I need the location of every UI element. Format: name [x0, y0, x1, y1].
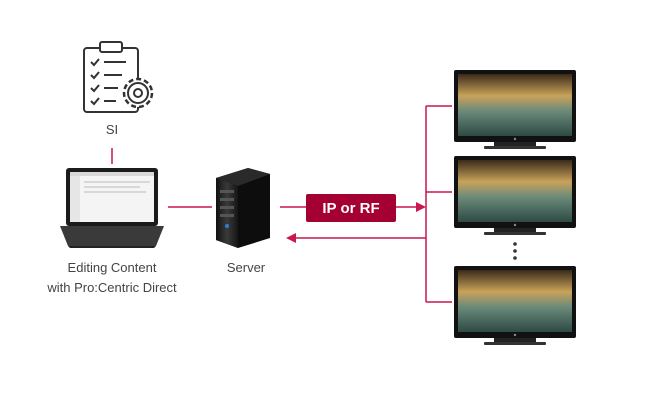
checklist-gear-icon — [83, 41, 154, 113]
arrowhead-left-icon — [286, 233, 296, 243]
arrowhead-right-icon — [416, 202, 426, 212]
si-label: SI — [105, 122, 119, 137]
more-displays-ellipsis — [513, 242, 517, 260]
laptop-label-line1: Editing Content — [67, 260, 157, 275]
tv-display-icon — [454, 70, 576, 149]
laptop-icon — [60, 168, 164, 248]
tv-display-icon — [454, 156, 576, 235]
server-tower-icon — [216, 168, 270, 248]
laptop-label: Editing Content with Pro:Centric Direct — [22, 258, 202, 298]
tv-display-icon — [454, 266, 576, 345]
server-label: Server — [226, 260, 266, 275]
laptop-label-line2: with Pro:Centric Direct — [47, 280, 177, 295]
ip-or-rf-badge: IP or RF — [306, 194, 396, 222]
